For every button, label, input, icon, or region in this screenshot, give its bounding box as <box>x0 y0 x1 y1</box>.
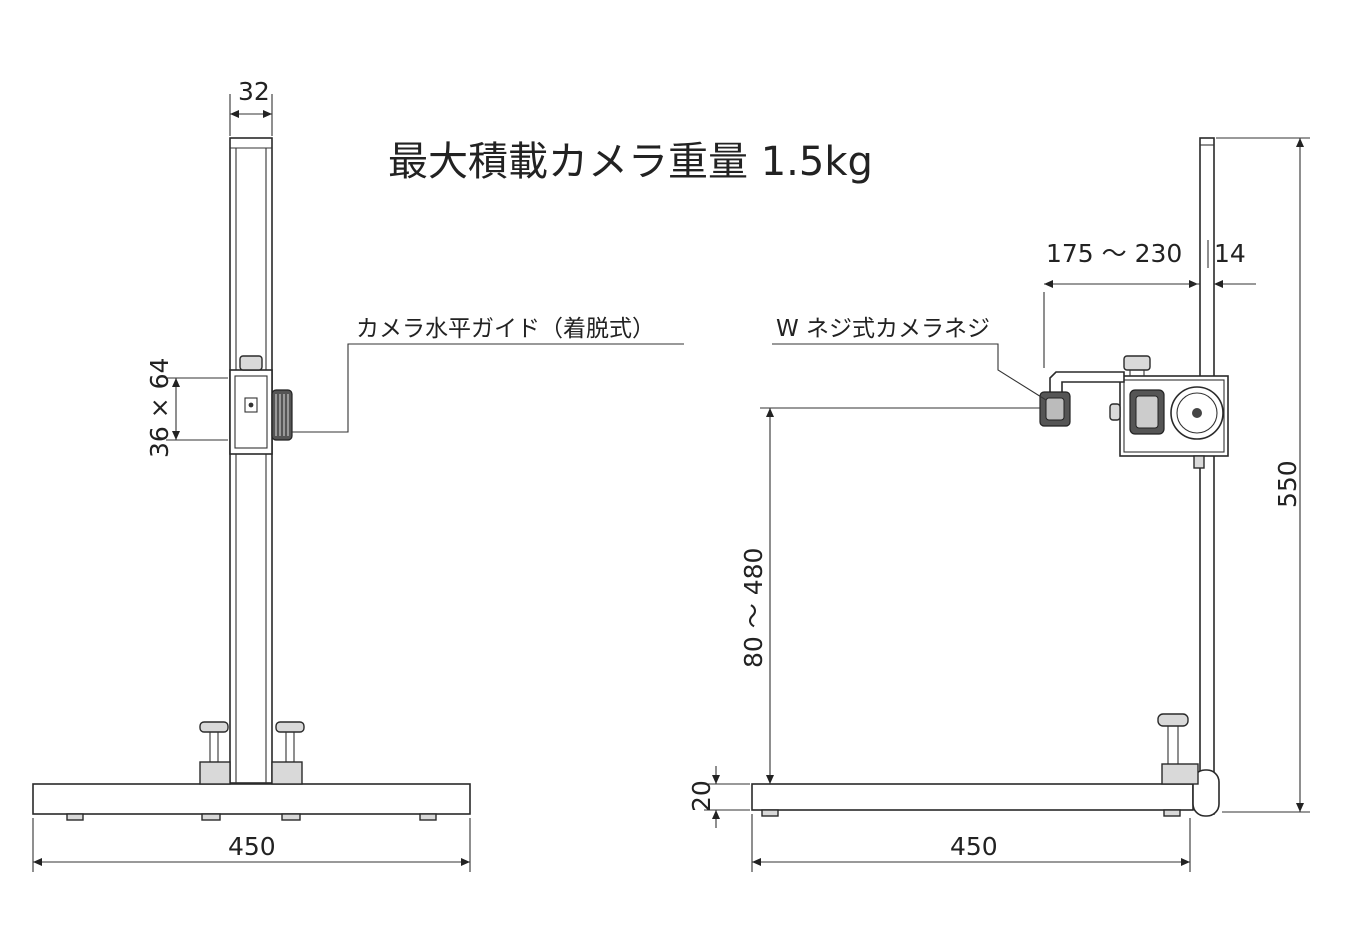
side-dim-20: 20 <box>687 780 716 812</box>
front-dim-32: 32 <box>238 77 270 106</box>
side-dim-camera-height: 80 ～ 480 <box>739 548 768 668</box>
side-label-screw: W ネジ式カメラネジ <box>776 316 990 342</box>
side-view: 175 ～ 230 14 W ネジ式カメラネジ 550 80 ～ 480 20 … <box>687 137 1310 872</box>
side-dim-arm-reach: 175 ～ 230 <box>1046 239 1182 268</box>
side-dim-14: 14 <box>1214 239 1246 268</box>
front-dim-guide-size: 36 × 64 <box>145 358 174 458</box>
side-knob-top <box>1123 355 1151 371</box>
front-label-guide: カメラ水平ガイド（着脱式） <box>356 316 655 342</box>
side-foot-joint <box>1192 769 1220 817</box>
side-dim-550: 550 <box>1273 460 1302 508</box>
side-base <box>751 783 1194 811</box>
front-view: 32 36 × 64 カメラ水平ガイド（着脱式） 450 <box>32 77 684 872</box>
front-pole <box>229 137 273 784</box>
front-dim-450: 450 <box>228 832 276 861</box>
side-dim-450: 450 <box>950 832 998 861</box>
front-knob-top <box>239 355 263 371</box>
side-pole <box>1199 137 1215 815</box>
front-base <box>32 783 471 815</box>
title-text: 最大積載カメラ重量 1.5kg <box>388 139 873 185</box>
front-side-knob <box>271 389 293 441</box>
